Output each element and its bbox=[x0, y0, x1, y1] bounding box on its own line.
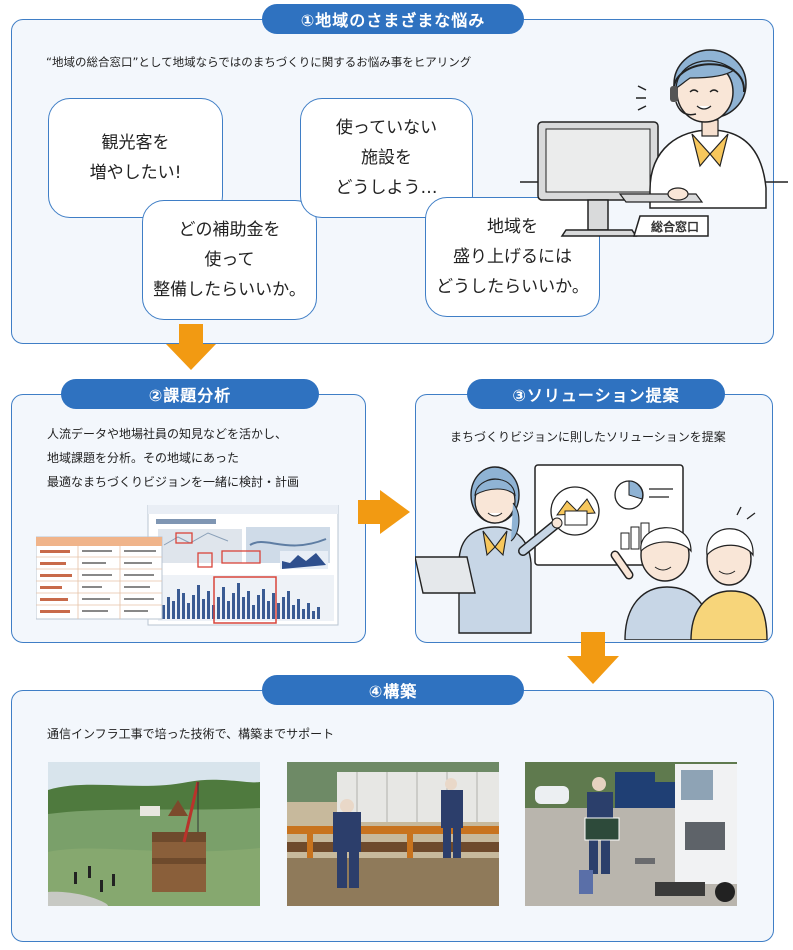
step2-line-3: 最適なまちづくりビジョンを一緒に検討・計画 bbox=[47, 475, 300, 489]
analysis-report-image bbox=[36, 505, 339, 626]
step1-title: ①地域のさまざまな悩み bbox=[262, 4, 524, 34]
bubble-subsidy: どの補助金を 使って 整備したらいいか。 bbox=[142, 200, 317, 320]
arrow-down-3 bbox=[567, 632, 619, 684]
step1-description: “地域の総合窓口”として地域ならではのまちづくりに関するお悩み事をヒアリング bbox=[46, 55, 472, 69]
bubble-tourists: 観光客を 増やしたい! bbox=[48, 98, 223, 218]
step4-description: 通信インフラ工事で培った技術で、構築までサポート bbox=[47, 727, 335, 741]
step3-description: まちづくりビジョンに則したソリューションを提案 bbox=[450, 430, 726, 444]
solution-proposal-illustration bbox=[415, 464, 768, 640]
construction-photo-workers bbox=[287, 762, 499, 906]
desk-sign-label: 総合窓口 bbox=[650, 220, 699, 234]
arrow-right-2 bbox=[358, 490, 410, 534]
step2-line-1: 人流データや地場社員の知見などを活かし、 bbox=[47, 427, 288, 441]
step2-line-2: 地域課題を分析。その地域にあった bbox=[47, 451, 240, 465]
construction-photo-inspection bbox=[525, 762, 737, 906]
step4-title: ④構築 bbox=[262, 675, 524, 705]
step3-title: ③ソリューション提案 bbox=[467, 379, 725, 409]
arrow-down-1 bbox=[166, 324, 216, 370]
call-center-illustration bbox=[520, 49, 788, 237]
construction-photo-crane bbox=[48, 762, 260, 906]
bubble-revitalize: 地域を 盛り上げるには どうしたらいいか。 bbox=[425, 197, 600, 317]
step2-title: ②課題分析 bbox=[61, 379, 319, 409]
